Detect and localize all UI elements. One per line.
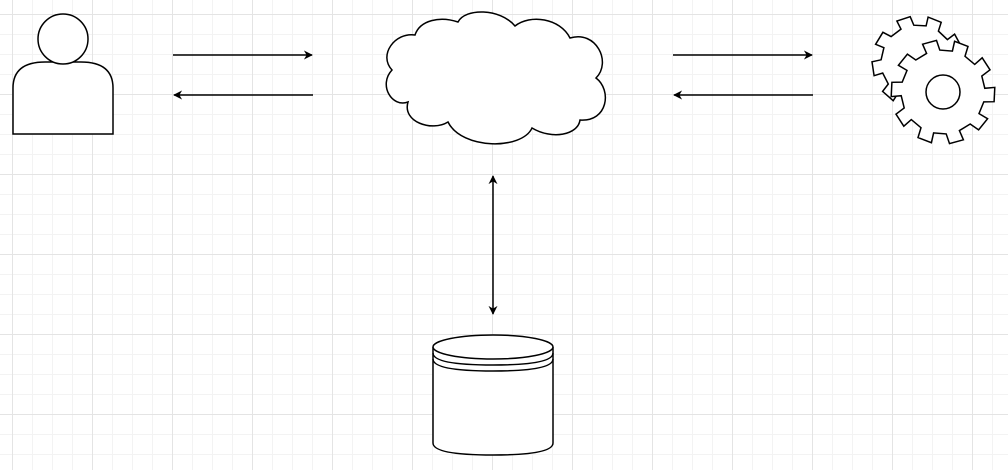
cloud-outline	[385, 11, 606, 145]
user-head	[37, 13, 89, 65]
database-ring-2	[432, 358, 554, 372]
gear-front-hole	[925, 74, 961, 110]
user-body	[12, 61, 114, 135]
user-icon[interactable]	[12, 13, 114, 135]
cloud-icon[interactable]	[385, 11, 606, 145]
database-icon[interactable]	[432, 334, 554, 456]
database-ring-1	[432, 352, 554, 366]
database-top	[432, 334, 554, 360]
database-body	[432, 347, 554, 456]
gears-icon[interactable]	[871, 15, 996, 145]
